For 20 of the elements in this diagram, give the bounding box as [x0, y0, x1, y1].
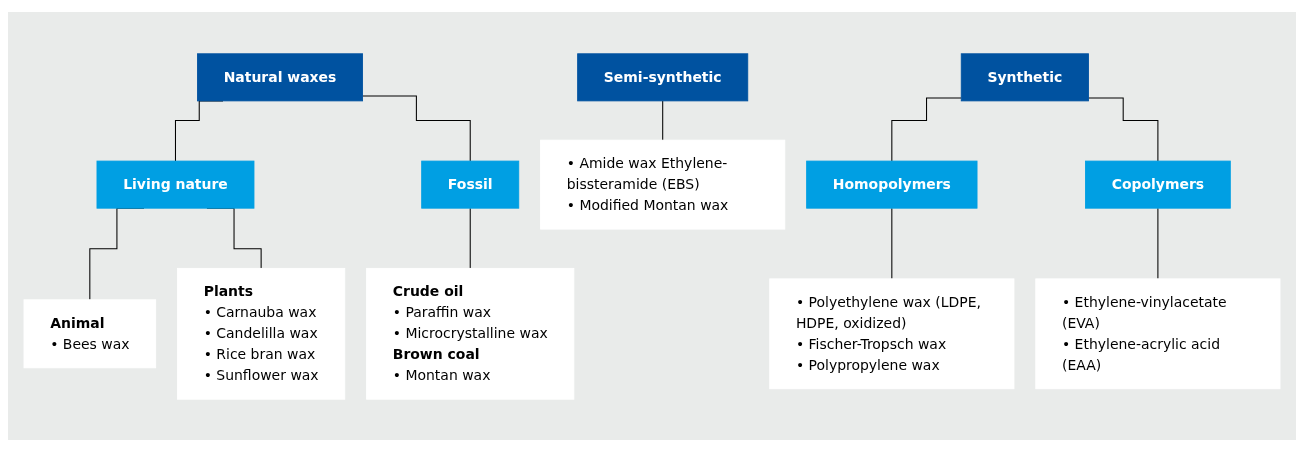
- node-box: Fossil: [421, 160, 520, 209]
- node-box: Homopolymers: [806, 160, 978, 209]
- connector: [1157, 207, 1159, 279]
- connector: [891, 96, 962, 162]
- node-box: • Amide wax Ethylene-bissteramide (EBS) • Modified Montan wax: [540, 139, 786, 230]
- node-box: Plants • Carnauba wax • Candelilla wax • Rice bran wax • Sunflower wax: [177, 267, 346, 400]
- node-box: Synthetic: [960, 52, 1089, 101]
- node-box: Living nature: [96, 160, 255, 209]
- connector: [662, 99, 664, 141]
- node-box: Crude oil • Paraffin wax • Microcrystalline wax Brown coal • Montan wax: [366, 267, 575, 400]
- connector: [1087, 96, 1159, 162]
- node-box: Animal • Bees wax: [23, 298, 157, 368]
- node-box: Semi-synthetic: [577, 52, 749, 101]
- node-box: Natural waxes: [197, 52, 363, 101]
- node-box: • Polyethylene wax (LDPE, HDPE, oxidized) • Fischer-Tropsch wax • Polypropylene wax: [769, 277, 1015, 389]
- connector: [891, 207, 893, 279]
- node-box: Copolymers: [1085, 160, 1231, 209]
- connector: [469, 207, 471, 269]
- connector: [362, 95, 471, 162]
- node-box: • Ethylene-vinylacetate (EVA) • Ethylene-acrylic acid (EAA): [1035, 277, 1281, 389]
